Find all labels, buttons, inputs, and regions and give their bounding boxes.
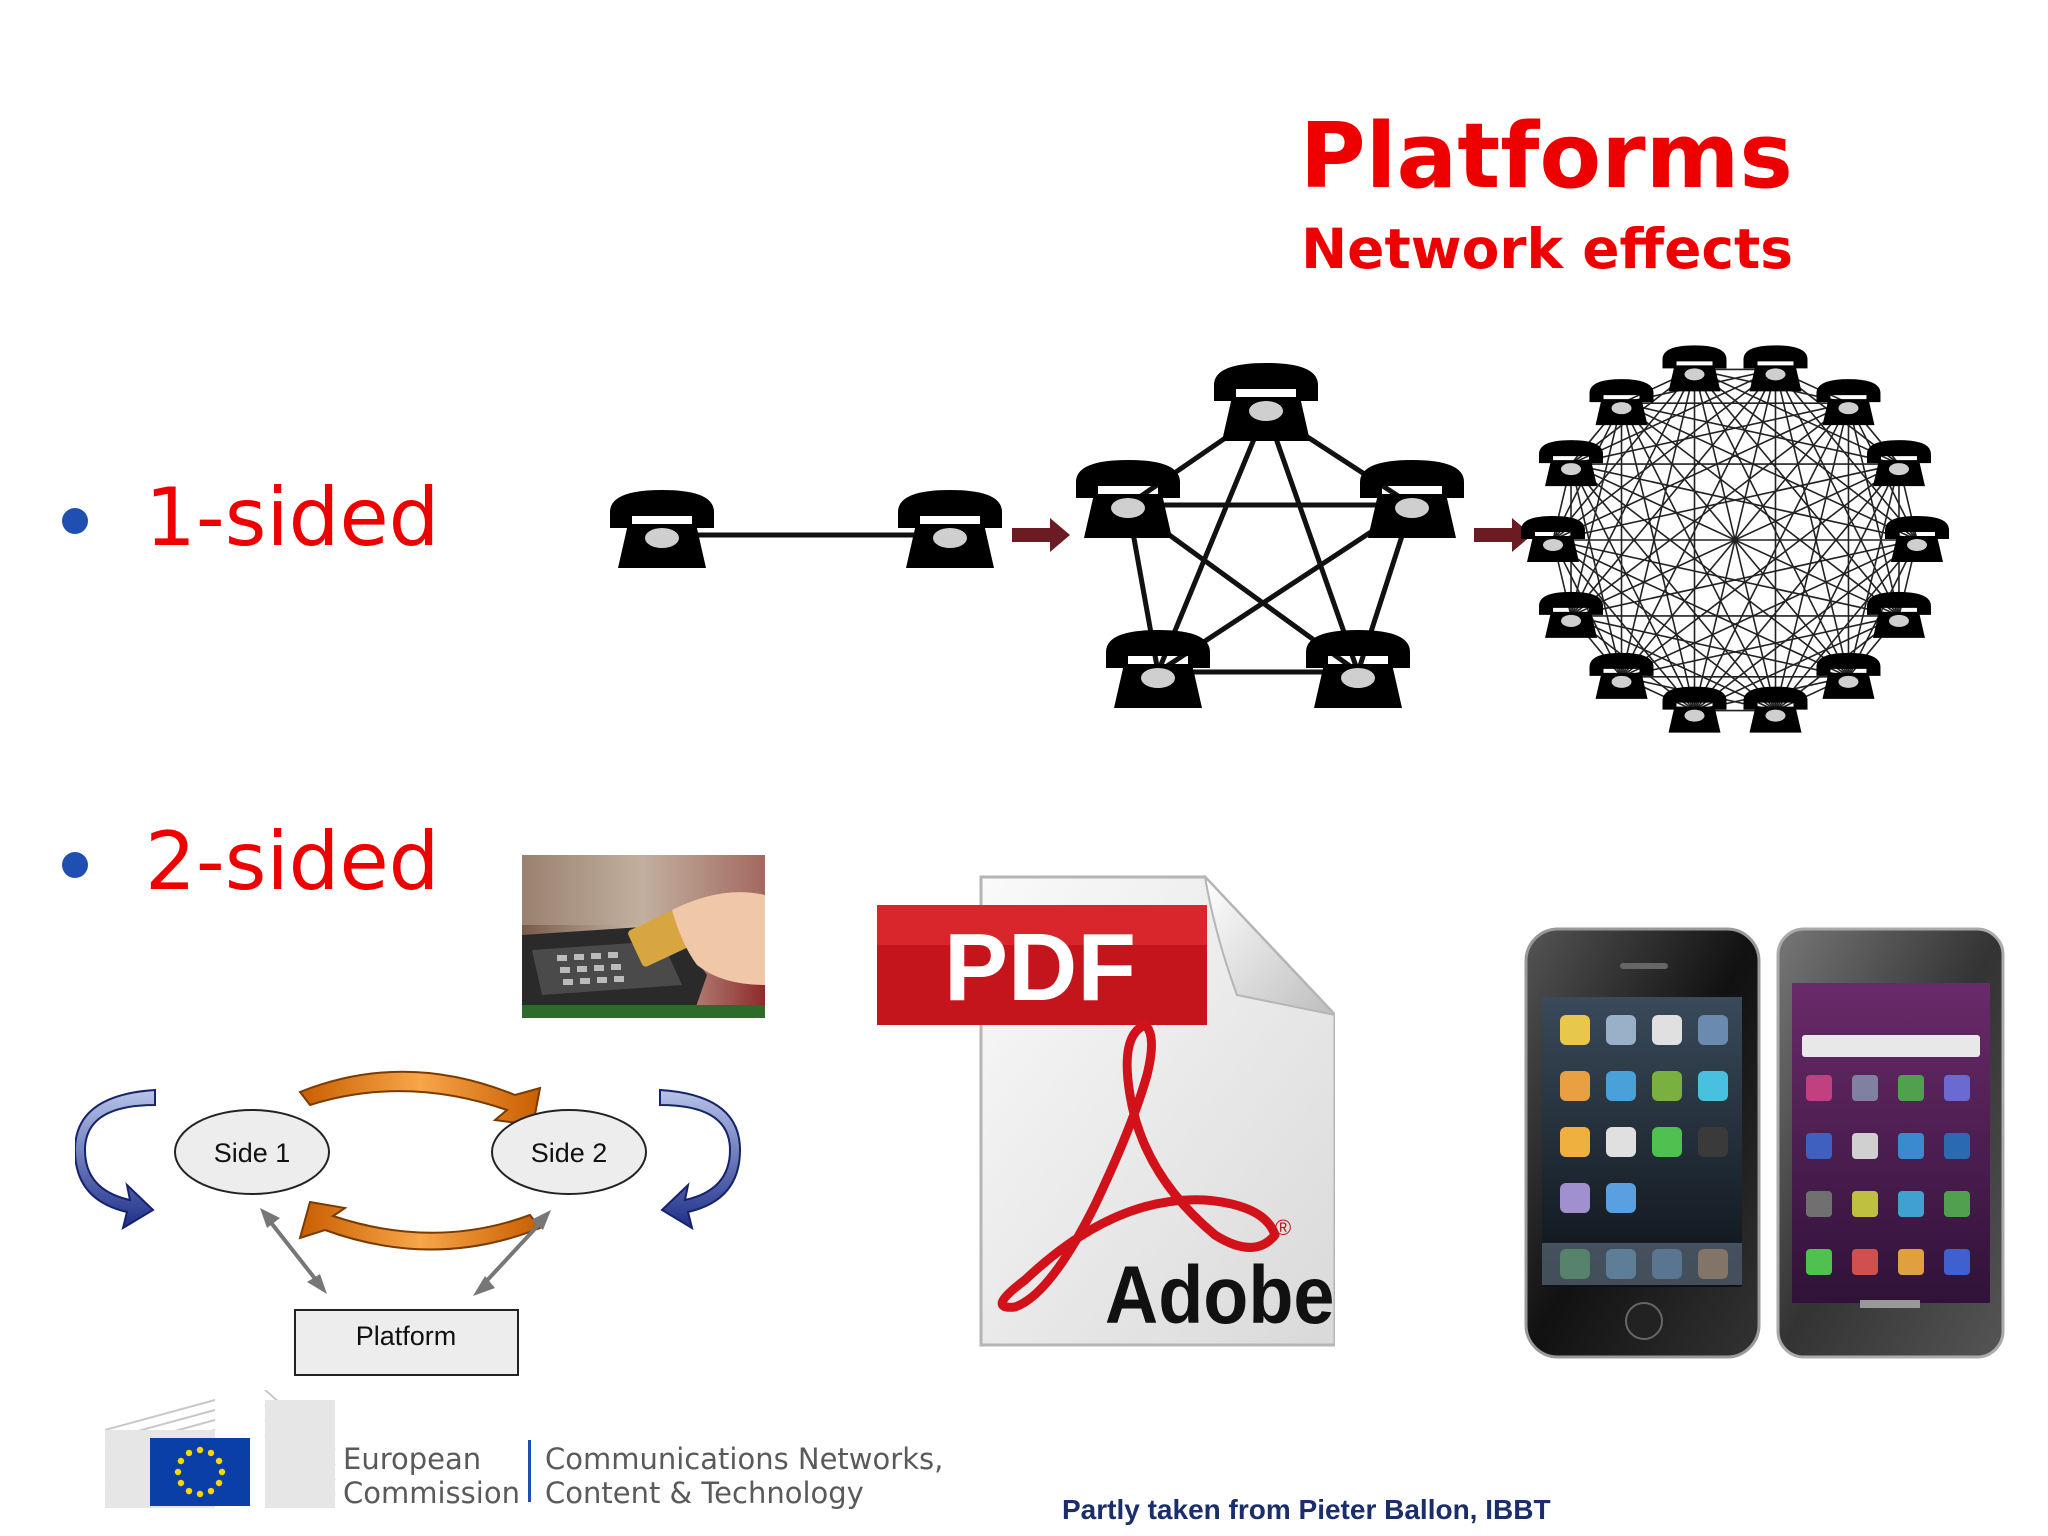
logo-divider [528,1440,531,1502]
dept-name: Communications Networks, Content & Techn… [545,1442,943,1510]
card-payment-photo [522,855,765,1018]
page-title: Platforms [1299,104,1793,209]
telephone-icon [1816,652,1881,699]
telephone-icon [1539,591,1604,638]
telephone-icon [1662,345,1727,392]
side-2-label: Side 2 [531,1138,608,1168]
org-line-2: Commission [343,1476,520,1511]
page-subtitle: Network effects [1301,217,1793,281]
org-line-1: European [343,1442,482,1476]
pdf-adobe-icon: PDF ® Adobe [877,875,1335,1347]
svg-text:®: ® [1275,1215,1291,1240]
telephone-icon [1816,379,1881,426]
dept-line-2: Content & Technology [545,1476,864,1511]
two-sided-platform-diagram: Side 1 Side 2 Platform [75,1070,742,1376]
telephone-icon [1539,440,1604,487]
bullet-one-sided: 1-sided [145,471,440,564]
dept-line-1: Communications Networks, [545,1442,944,1476]
telephone-icon [1866,440,1931,487]
source-credit: Partly taken from Pieter Ballon, IBBT [1062,1494,1551,1525]
telephone-icon [1589,379,1654,426]
org-name: European Commission [343,1442,520,1510]
bullet-two-sided: 2-sided [145,815,440,908]
pdf-badge-text: PDF [944,914,1136,1021]
network-effects-illustration [610,345,1949,733]
side-1-label: Side 1 [214,1138,291,1168]
telephone-icon [1743,345,1808,392]
adobe-brand-text: Adobe [1105,1248,1335,1341]
platform-label: Platform [356,1321,457,1351]
smartphones-image [1524,927,2005,1359]
telephone-icon [1866,591,1931,638]
european-commission-logo [104,1390,336,1508]
telephone-icon [1521,516,1585,562]
bullet-dot [62,508,88,534]
telephone-icon [1589,652,1654,699]
bullet-dot [62,852,88,878]
telephone-icon [1885,516,1949,562]
telephone-icon [1743,686,1808,733]
telephone-icon [1662,686,1727,733]
